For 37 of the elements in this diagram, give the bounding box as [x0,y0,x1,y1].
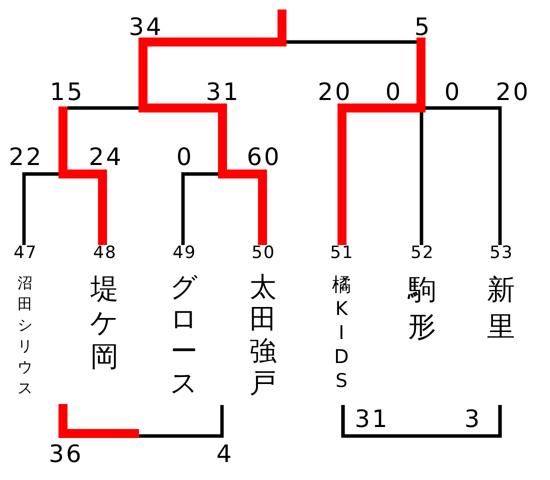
bracket-line [22,172,58,245]
team-number: 53 [488,245,514,262]
bracket-line [218,170,267,245]
team-number: 47 [12,245,38,262]
team-number: 52 [410,245,434,262]
team-name: 太田強戸 [248,272,282,400]
team-number: 48 [92,245,117,262]
score: 36 [48,444,84,464]
team-number: 50 [250,245,276,262]
bracket-line [420,112,424,245]
score: 0 [384,82,403,102]
score: 24 [88,147,124,167]
score: 20 [494,82,530,102]
team-number: 51 [329,245,354,262]
score: 22 [8,147,44,167]
score: 4 [215,444,234,464]
score: 20 [316,82,352,102]
bracket-line [426,106,502,245]
team-name: 橘KIDS [331,273,354,393]
score: 3 [463,409,482,429]
score: 34 [128,17,164,37]
team-name: 沼田シリウス [16,273,36,399]
bracket-line [338,104,426,245]
bracket-line [58,170,107,245]
score: 60 [246,147,282,167]
score: 31 [354,409,390,429]
team-name: グロース [168,272,202,400]
score: 5 [413,17,432,37]
team-name: 新里 [486,272,520,345]
team-number: 49 [172,245,196,262]
team-name: 駒形 [406,272,441,345]
score: 0 [175,147,194,167]
score: 0 [443,82,462,102]
team-name: 堤ケ岡 [88,272,124,374]
bracket-line [181,172,218,245]
score: 15 [48,82,84,102]
score: 31 [204,82,240,102]
